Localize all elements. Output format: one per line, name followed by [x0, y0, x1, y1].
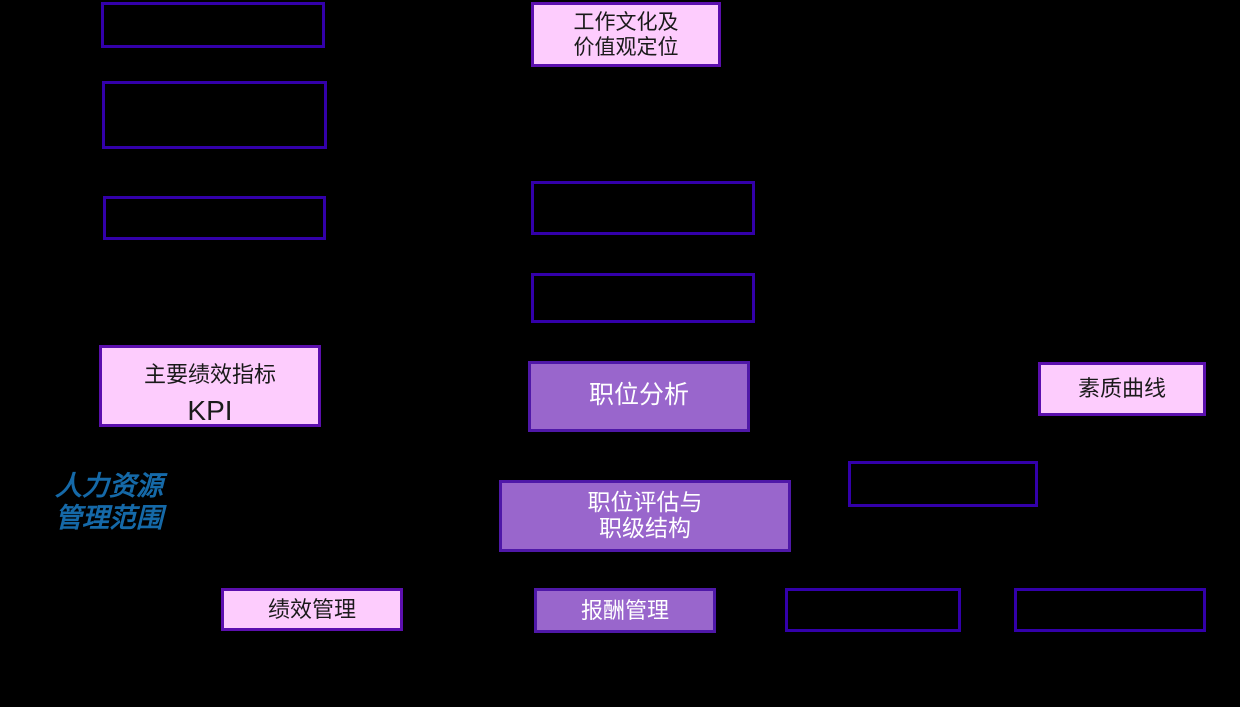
box-job-eval[interactable]: 职位评估与 职级结构 — [499, 480, 791, 552]
box-competency-curve-label: 素质曲线 — [1077, 376, 1166, 402]
box-empty-top-left-2[interactable] — [102, 81, 327, 149]
arrow-into-job-analysis — [519, 390, 528, 402]
kpi-acronym-label: KPI — [187, 395, 233, 426]
box-job-eval-label: 职位评估与 职级结构 — [587, 489, 703, 541]
box-work-culture[interactable]: 工作文化及 价值观定位 — [531, 2, 721, 67]
box-work-culture-label: 工作文化及 价值观定位 — [573, 10, 679, 59]
box-empty-top-left-1[interactable] — [101, 2, 325, 48]
box-perf-mgmt-label: 绩效管理 — [267, 596, 356, 622]
box-competency-curve[interactable]: 素质曲线 — [1038, 362, 1206, 416]
box-comp-mgmt-label: 报酬管理 — [580, 597, 669, 623]
box-comp-mgmt[interactable]: 报酬管理 — [534, 588, 716, 633]
box-empty-bottom-1[interactable] — [785, 588, 961, 632]
kpi-primary-label: 主要绩效指标 — [143, 362, 276, 387]
box-perf-mgmt[interactable]: 绩效管理 — [221, 588, 403, 631]
box-job-analysis-label: 职位分析 — [588, 382, 689, 410]
box-empty-left-3[interactable] — [103, 196, 326, 240]
box-empty-right-mid[interactable] — [848, 461, 1038, 507]
hr-scope-label: 人力资源 管理范围 — [55, 471, 163, 534]
box-kpi[interactable]: 主要绩效指标 KPI — [99, 345, 321, 427]
box-empty-center-1[interactable] — [531, 181, 755, 235]
box-job-analysis[interactable]: 职位分析 — [528, 361, 750, 432]
box-empty-bottom-2[interactable] — [1014, 588, 1206, 632]
box-empty-center-2[interactable] — [531, 273, 755, 323]
